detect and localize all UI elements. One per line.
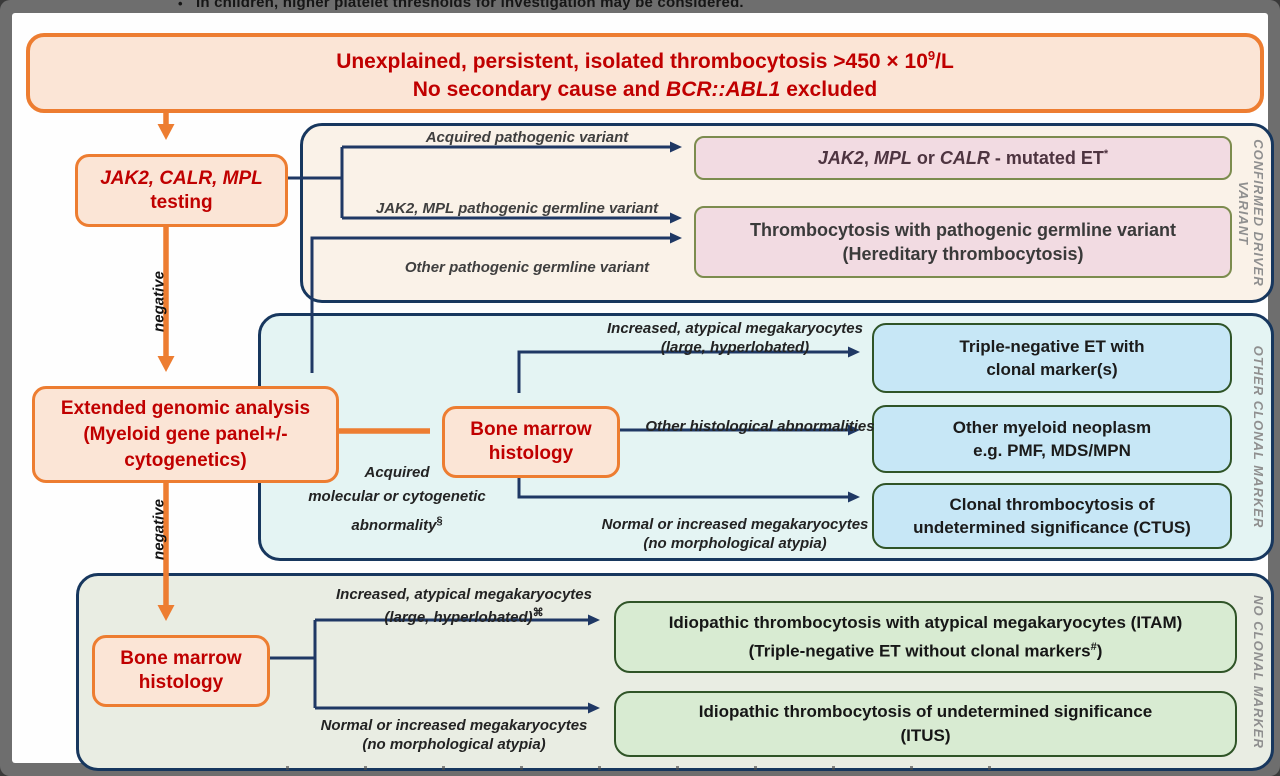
edge-label-other-germline: Other pathogenic germline variant <box>404 259 650 276</box>
outcome-itus: Idiopathic thrombocytosis of undetermine… <box>614 691 1237 757</box>
outcome-ctus-line2: undetermined significance (CTUS) <box>913 518 1191 537</box>
node-jak2-line2: testing <box>150 191 213 213</box>
node-bone-marrow-histology-bottom: Bone marrow histology <box>92 635 270 707</box>
outcome-hereditary-line2: (Hereditary thrombocytosis) <box>842 244 1084 264</box>
node-bm-mid-line1: Bone marrow <box>470 419 592 440</box>
node-jak2-line1: JAK2, CALR, MPL <box>100 167 263 189</box>
outcome-mutated-et: JAK2, MPL or CALR - mutated ET* <box>694 136 1232 180</box>
outcome-tneg-line1: Triple-negative ET with <box>959 337 1145 356</box>
outcome-hereditary-line1: Thrombocytosis with pathogenic germline … <box>749 220 1177 240</box>
edge-label-increased-atypical-bottom: Increased, atypical megakaryocytes (larg… <box>336 586 592 626</box>
edge-label-normal-increased-mid: Normal or increased megakaryocytes (no m… <box>601 516 869 552</box>
outcome-other-myeloid-neoplasm: Other myeloid neoplasm e.g. PMF, MDS/MPN <box>872 405 1232 473</box>
node-ext-line2: (Myeloid gene panel+/- <box>83 423 288 445</box>
outcome-ctus: Clonal thrombocytosis of undetermined si… <box>872 483 1232 549</box>
outcome-triple-negative-et: Triple-negative ET with clonal marker(s) <box>872 323 1232 393</box>
panel3-side-label: NO CLONAL MARKER <box>1251 595 1266 749</box>
outcome-omn-line1: Other myeloid neoplasm <box>952 418 1152 437</box>
edge-label-other-histological: Other histological abnormalities <box>645 418 875 435</box>
node-extended-genomic-analysis: Extended genomic analysis (Myeloid gene … <box>32 386 339 483</box>
node-ext-line1: Extended genomic analysis <box>60 397 311 419</box>
node-jak2-calr-mpl-testing: JAK2, CALR, MPL testing <box>75 154 288 227</box>
outcome-hereditary-thrombocytosis: Thrombocytosis with pathogenic germline … <box>694 206 1232 278</box>
outcome-itam-line1: Idiopathic thrombocytosis with atypical … <box>668 612 1183 632</box>
edge-label-acquired-molecular: Acquired molecular or cytogenetic abnorm… <box>308 464 486 534</box>
panel2-side-label: OTHER CLONAL MARKER <box>1251 345 1266 529</box>
node-bm-bot-line1: Bone marrow <box>120 648 242 669</box>
top-note-text: In children, higher platelet thresholds … <box>196 0 744 11</box>
outcome-itam: Idiopathic thrombocytosis with atypical … <box>614 601 1237 673</box>
clipped-bottom-footnote <box>240 766 1050 770</box>
edge-label-increased-atypical-mid: Increased, atypical megakaryocytes (larg… <box>607 320 863 356</box>
outcome-mutated-et-text: JAK2, MPL or CALR - mutated ET* <box>817 147 1109 168</box>
edge-label-negative-2: negative <box>150 499 168 560</box>
outcome-itus-line2: (ITUS) <box>900 726 951 745</box>
bullet-icon: • <box>178 0 183 11</box>
node-bm-bot-line2: histology <box>138 672 224 693</box>
panel1-side-label: CONFIRMED DRIVER VARIANT <box>1236 139 1266 287</box>
edge-label-acquired-pathogenic-variant: Acquired pathogenic variant <box>425 129 629 146</box>
outcome-itam-line2: (Triple-negative ET without clonal marke… <box>748 640 1103 661</box>
outcome-tneg-line2: clonal marker(s) <box>986 360 1118 379</box>
node-ext-line3: cytogenetics) <box>124 449 247 471</box>
outcome-omn-line2: e.g. PMF, MDS/MPN <box>973 441 1131 460</box>
outcome-ctus-line1: Clonal thrombocytosis of <box>949 495 1155 514</box>
edge-label-jak2-mpl-germline: JAK2, MPL pathogenic germline variant <box>375 200 659 217</box>
outcome-itus-line1: Idiopathic thrombocytosis of undetermine… <box>698 702 1153 721</box>
title-box: Unexplained, persistent, isolated thromb… <box>26 33 1264 113</box>
slide-page: Unexplained, persistent, isolated thromb… <box>12 13 1274 771</box>
clipped-top-note: • In children, higher platelet threshold… <box>0 0 1280 14</box>
title-line-1: Unexplained, persistent, isolated thromb… <box>336 48 954 73</box>
edge-label-normal-increased-bottom: Normal or increased megakaryocytes (no m… <box>320 717 588 753</box>
node-bm-mid-line2: histology <box>488 443 574 464</box>
title-line-2: No secondary cause and BCR::ABL1 exclude… <box>412 78 878 101</box>
edge-label-negative-1: negative <box>150 271 168 332</box>
